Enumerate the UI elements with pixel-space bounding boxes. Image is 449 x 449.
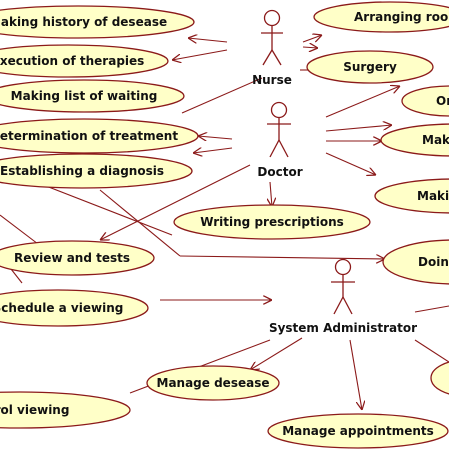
use-case-doing[interactable]: Doing (382, 239, 449, 285)
actor-head-icon (334, 258, 352, 276)
edge-surgery-waiting (181, 77, 263, 114)
edge-admin-desease (250, 337, 303, 370)
edge-left-review (0, 214, 43, 248)
use-case-right-3[interactable]: Maki (374, 178, 449, 214)
use-case-arranging-rooms[interactable]: Arranging rooms (313, 1, 449, 33)
use-case-label: Manage desease (157, 376, 270, 390)
use-case-execution-of-therapies[interactable]: Execution of therapies (0, 44, 169, 78)
use-case-establishing-a-diagnosis[interactable]: Establishing a diagnosis (0, 153, 193, 189)
edge-admin-right4 (414, 339, 449, 363)
use-case-label: Mak (422, 133, 449, 147)
use-case-label: Doing (418, 255, 449, 269)
use-case-label: Making list of waiting (11, 89, 158, 103)
edge-doctor-right2 (325, 125, 392, 132)
use-case-writing-prescriptions[interactable]: Writing prescriptions (173, 204, 371, 240)
use-case-label: Or (436, 94, 449, 108)
edge-doctor-right3 (325, 152, 376, 175)
edge-doctor-treatment (198, 136, 233, 139)
actor-head-icon (270, 101, 288, 119)
actor-label: Doctor (257, 165, 302, 179)
use-case-right-4[interactable] (430, 360, 449, 396)
use-case-label: Maki (417, 189, 449, 203)
use-case-label: Making history of desease (0, 15, 167, 29)
use-case-review-and-tests[interactable]: Review and tests (0, 240, 155, 276)
use-case-label: Execution of therapies (0, 54, 144, 68)
edge-nurse-rooms (302, 35, 322, 43)
use-case-manage-appointments[interactable]: Manage appointments (267, 413, 449, 449)
use-case-control-viewing[interactable]: rol viewing (0, 391, 131, 429)
use-case-label: Surgery (343, 60, 397, 74)
edge-admin-right-top (414, 305, 449, 313)
use-case-right-2[interactable]: Mak (380, 123, 449, 157)
use-case-surgery[interactable]: Surgery (306, 50, 434, 84)
actor-head-icon (263, 9, 281, 27)
actor-nurse[interactable]: Nurse (252, 9, 292, 88)
use-case-label: Establishing a diagnosis (0, 164, 164, 178)
edge-nurse-therapies (172, 49, 228, 60)
actor-system-administrator[interactable]: System Administrator (269, 258, 417, 336)
edge-doctor-review (100, 164, 251, 240)
use-case-label: rol viewing (0, 403, 69, 417)
edge-nurse-rooms-2 (302, 47, 318, 48)
use-case-label: Arranging rooms (354, 10, 449, 24)
use-case-label: Review and tests (14, 251, 130, 265)
edge-admin-appointments (349, 339, 362, 410)
edge-doctor-right1 (325, 86, 400, 118)
actor-doctor[interactable]: Doctor (257, 101, 303, 180)
use-case-schedule-a-viewing[interactable]: Schedule a viewing (0, 289, 149, 327)
actor-label: System Administrator (269, 321, 417, 335)
edge-review-doing (179, 256, 385, 259)
edge-diagnosis-doing-2 (99, 189, 181, 257)
actor-label: Nurse (252, 73, 292, 87)
use-case-label: Manage appointments (282, 424, 434, 438)
edge-doctor-diagnosis (193, 148, 233, 153)
use-case-manage-desease[interactable]: Manage desease (146, 365, 280, 401)
use-case-label: Determination of treatment (0, 129, 178, 143)
use-case-determination-of-treatment[interactable]: Determination of treatment (0, 118, 199, 154)
use-case-right-1[interactable]: Or (401, 85, 449, 117)
edge-doctor-prescriptions (270, 181, 272, 207)
edge-nurse-history (188, 38, 228, 42)
use-case-label: Writing prescriptions (200, 215, 344, 229)
use-case-label: Schedule a viewing (0, 301, 123, 315)
use-case-making-history[interactable]: Making history of desease (0, 5, 195, 39)
use-case-making-list-of-waiting[interactable]: Making list of waiting (0, 79, 185, 113)
